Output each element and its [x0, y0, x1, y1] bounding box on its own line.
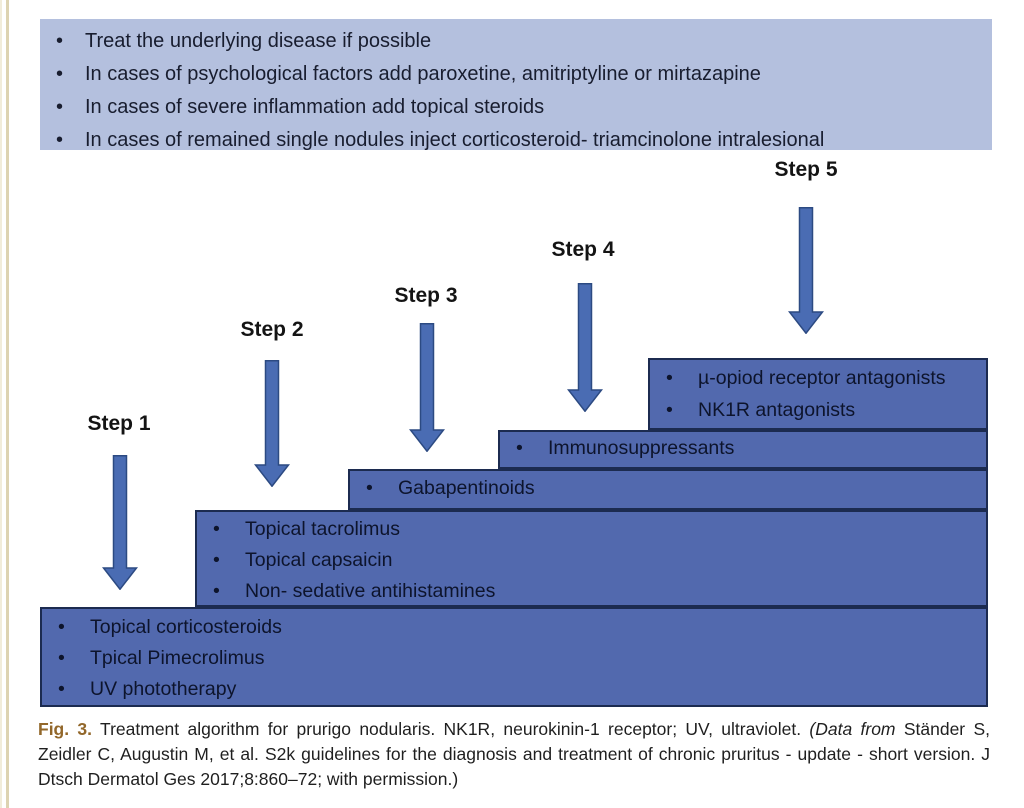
step-1-arrow-down-icon: [102, 455, 138, 590]
step-2-label: Step 2: [240, 318, 304, 341]
caption-source: Ständer S, Zeidler C, Augustin M, et al.…: [38, 719, 990, 789]
treatment-item: NK1R antagonists: [650, 394, 986, 426]
treatment-item: Topical corticosteroids: [42, 612, 986, 643]
step-4-label: Step 4: [551, 238, 615, 261]
treatment-item: Gabapentinoids: [350, 471, 986, 506]
step-2-treatment-box: Topical tacrolimus Topical capsaicin Non…: [195, 510, 988, 607]
step-3-arrow-down-icon: [409, 323, 445, 452]
step-3-label: Step 3: [394, 284, 458, 307]
step-1-label: Step 1: [87, 412, 151, 435]
treatment-item: Immunosuppressants: [500, 432, 986, 465]
caption-data-from: (Data from: [809, 719, 896, 739]
step-1-treatment-box: Topical corticosteroids Tpical Pimecroli…: [40, 607, 988, 707]
overview-item: Treat the underlying disease if possible: [40, 25, 992, 58]
treatment-item: Topical capsaicin: [197, 545, 986, 576]
step-4-arrow-down-icon: [567, 283, 603, 412]
overview-list: Treat the underlying disease if possible…: [40, 19, 992, 157]
overview-item: In cases of remained single nodules inje…: [40, 124, 992, 157]
step-5-arrow-down-icon: [788, 207, 824, 334]
page-edge-line-inner: [6, 0, 9, 808]
treatment-item: UV phototherapy: [42, 674, 986, 705]
treatment-item: Non- sedative antihistamines: [197, 576, 986, 607]
overview-item: In cases of psychological factors add pa…: [40, 58, 992, 91]
treatment-list: µ-opiod receptor antagonists NK1R antago…: [650, 360, 986, 426]
treatment-list: Gabapentinoids: [350, 471, 986, 506]
overview-item: In cases of severe inflammation add topi…: [40, 91, 992, 124]
treatment-item: µ-opiod receptor antagonists: [650, 362, 986, 394]
treatment-list: Topical corticosteroids Tpical Pimecroli…: [42, 609, 986, 705]
treatment-list: Immunosuppressants: [500, 432, 986, 465]
treatment-item: Tpical Pimecrolimus: [42, 643, 986, 674]
figure-caption: Fig. 3. Treatment algorithm for prurigo …: [38, 717, 990, 792]
step-4-treatment-box: Immunosuppressants: [498, 430, 988, 469]
figure-number: Fig. 3.: [38, 719, 93, 739]
treatment-item: Topical tacrolimus: [197, 514, 986, 545]
step-5-label: Step 5: [774, 158, 838, 181]
overview-box: Treat the underlying disease if possible…: [40, 19, 992, 157]
step-2-arrow-down-icon: [254, 360, 290, 487]
caption-text: Treatment algorithm for prurigo nodulari…: [92, 719, 810, 739]
step-3-treatment-box: Gabapentinoids: [348, 469, 988, 510]
step-5-treatment-box: µ-opiod receptor antagonists NK1R antago…: [648, 358, 988, 430]
treatment-list: Topical tacrolimus Topical capsaicin Non…: [197, 512, 986, 607]
page-edge-line-outer: [0, 0, 2, 808]
